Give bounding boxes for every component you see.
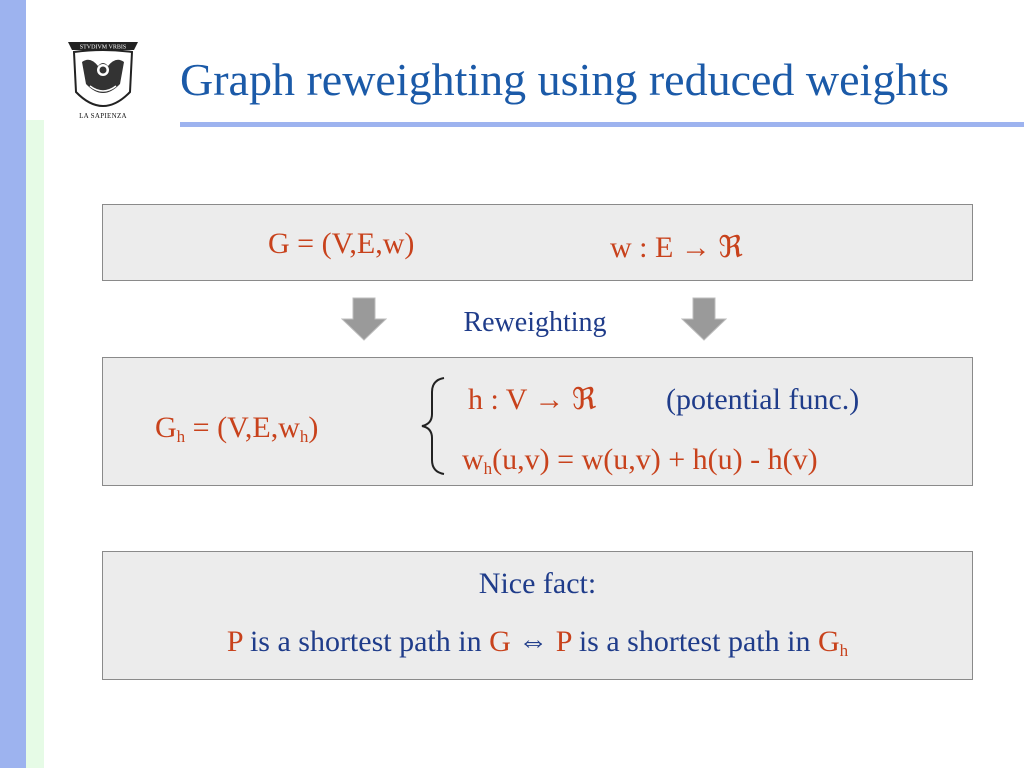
title-underline	[180, 122, 1024, 127]
potential-function-note: (potential func.)	[666, 383, 860, 416]
logo-motto: STVDIVM VRBIS	[80, 45, 126, 51]
curly-brace-icon	[421, 377, 445, 475]
university-seal-icon: STVDIVM VRBIS	[68, 42, 138, 107]
left-light-bar	[26, 120, 44, 768]
left-accent-bar	[0, 0, 26, 768]
nice-fact-heading: Nice fact:	[478, 567, 597, 600]
weight-function: w : E → ℜ	[610, 231, 743, 264]
graph-g-definition: G = (V,E,w)	[268, 227, 415, 260]
graph-gh-definition: Gh = (V,E,wh)	[155, 411, 319, 446]
reweighting-label: Reweighting	[463, 307, 607, 338]
original-graph-box	[102, 204, 973, 281]
potential-function: h : V → ℜ	[468, 383, 597, 416]
reweighted-graph-box	[102, 357, 973, 486]
down-arrow-icon	[681, 297, 727, 341]
nice-fact-statement: P is a shortest path in G ⇔ P is a short…	[226, 625, 849, 660]
reduced-weight-formula: wh(u,v) = w(u,v) + h(u) - h(v)	[462, 443, 818, 478]
nice-fact-box	[102, 551, 973, 680]
logo-caption: LA SAPIENZA	[79, 112, 127, 120]
slide-title: Graph reweighting using reduced weights	[180, 54, 950, 105]
down-arrow-icon	[341, 297, 387, 341]
